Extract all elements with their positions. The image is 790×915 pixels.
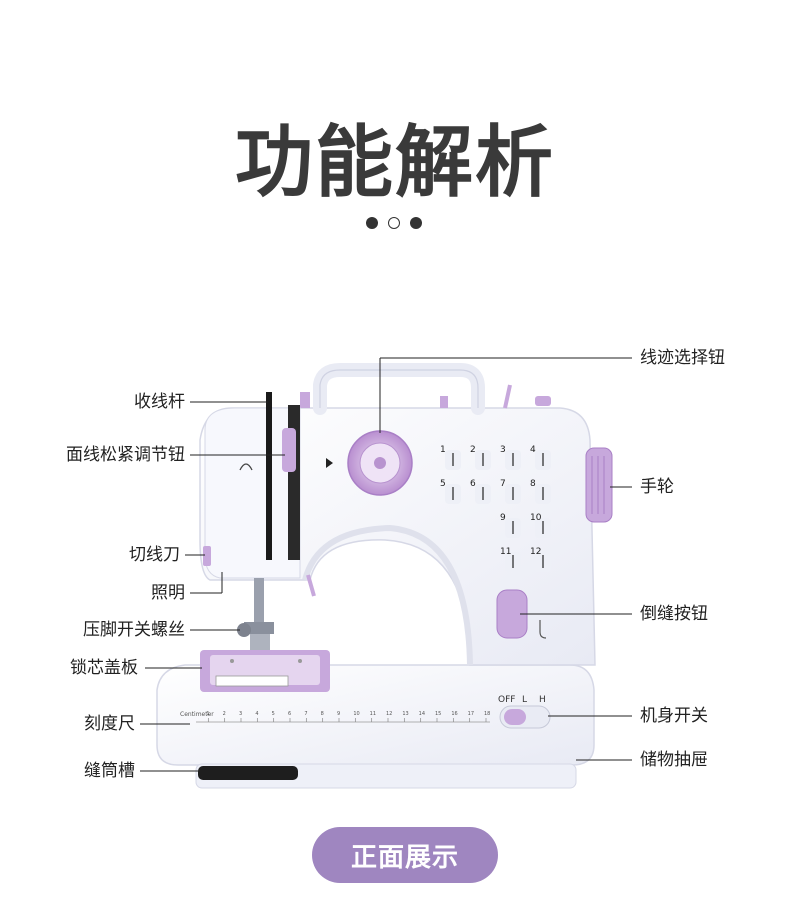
tension-dial: [282, 428, 296, 472]
handwheel: [585, 447, 613, 523]
label-light: 照明: [151, 583, 185, 603]
ruler-tick-label: 18: [484, 711, 490, 717]
pager-dot[interactable]: [388, 217, 400, 229]
stitch-number: 3: [500, 445, 506, 455]
stitch-number: 12: [530, 547, 541, 557]
ruler-tick-label: 5: [272, 711, 275, 717]
bobbin-slot: [198, 766, 298, 780]
pager-dot[interactable]: [410, 217, 422, 229]
stitch-number: 4: [530, 445, 536, 455]
ruler-tick-label: 3: [239, 711, 242, 717]
label-handwheel: 手轮: [640, 477, 674, 497]
ruler-tick-label: 6: [288, 711, 291, 717]
stitch-number: 11: [500, 547, 511, 557]
presser-screw: [237, 623, 251, 637]
pager-dots: [366, 217, 422, 229]
label-bobbin-cover: 锁芯盖板: [70, 658, 138, 678]
ruler-tick-label: 15: [435, 711, 441, 717]
label-thread-cutter: 切线刀: [129, 545, 180, 565]
ruler-tick-label: 8: [321, 711, 324, 717]
ruler-tick-label: 7: [304, 711, 307, 717]
stitch-number: 10: [530, 513, 542, 523]
stitch-number: 9: [500, 513, 506, 523]
ruler-tick-label: 2: [223, 711, 226, 717]
ruler-tick-label: 9: [337, 711, 340, 717]
switch-label-h: H: [539, 695, 546, 705]
ruler-tick-label: 14: [419, 711, 425, 717]
ruler-tick-label: 17: [468, 711, 474, 717]
switch-label-l: L: [522, 695, 527, 705]
front-view-button[interactable]: 正面展示: [312, 827, 498, 883]
label-reverse-button: 倒缝按钮: [640, 604, 708, 624]
thread-cutter: [203, 546, 211, 566]
label-drawer: 储物抽屉: [640, 750, 708, 770]
label-power-switch: 机身开关: [640, 706, 708, 726]
label-stitch-selector: 线迹选择钮: [640, 348, 725, 368]
ruler-tick-label: 16: [451, 711, 457, 717]
ruler-tick-label: 11: [370, 711, 376, 717]
ruler-tick-label: 12: [386, 711, 392, 717]
label-bobbin-slot: 缝筒槽: [84, 761, 135, 781]
pager-dot[interactable]: [366, 217, 378, 229]
stitch-number: 6: [470, 479, 476, 489]
ruler-tick-label: 13: [402, 711, 408, 717]
ruler-caption: Centimeter: [180, 711, 214, 718]
ruler-tick-label: 10: [353, 711, 359, 717]
stitch-number: 8: [530, 479, 536, 489]
ruler-tick-label: 1: [206, 711, 209, 717]
stitch-number: 5: [440, 479, 446, 489]
label-take-up-lever: 收线杆: [134, 392, 185, 412]
label-tension-dial: 面线松紧调节钮: [66, 445, 185, 465]
stitch-number: 1: [440, 445, 446, 455]
ruler-tick-label: 4: [255, 711, 258, 717]
stitch-number: 2: [470, 445, 476, 455]
page-title: 功能解析: [234, 118, 555, 208]
carry-handle: [313, 363, 485, 415]
label-ruler: 刻度尺: [84, 714, 135, 734]
switch-label-off: OFF: [498, 695, 515, 705]
leader-lines: [140, 357, 632, 772]
stitch-number: 7: [500, 479, 506, 489]
label-presser-screw: 压脚开关螺丝: [83, 620, 185, 640]
take-up-lever: [266, 392, 272, 560]
